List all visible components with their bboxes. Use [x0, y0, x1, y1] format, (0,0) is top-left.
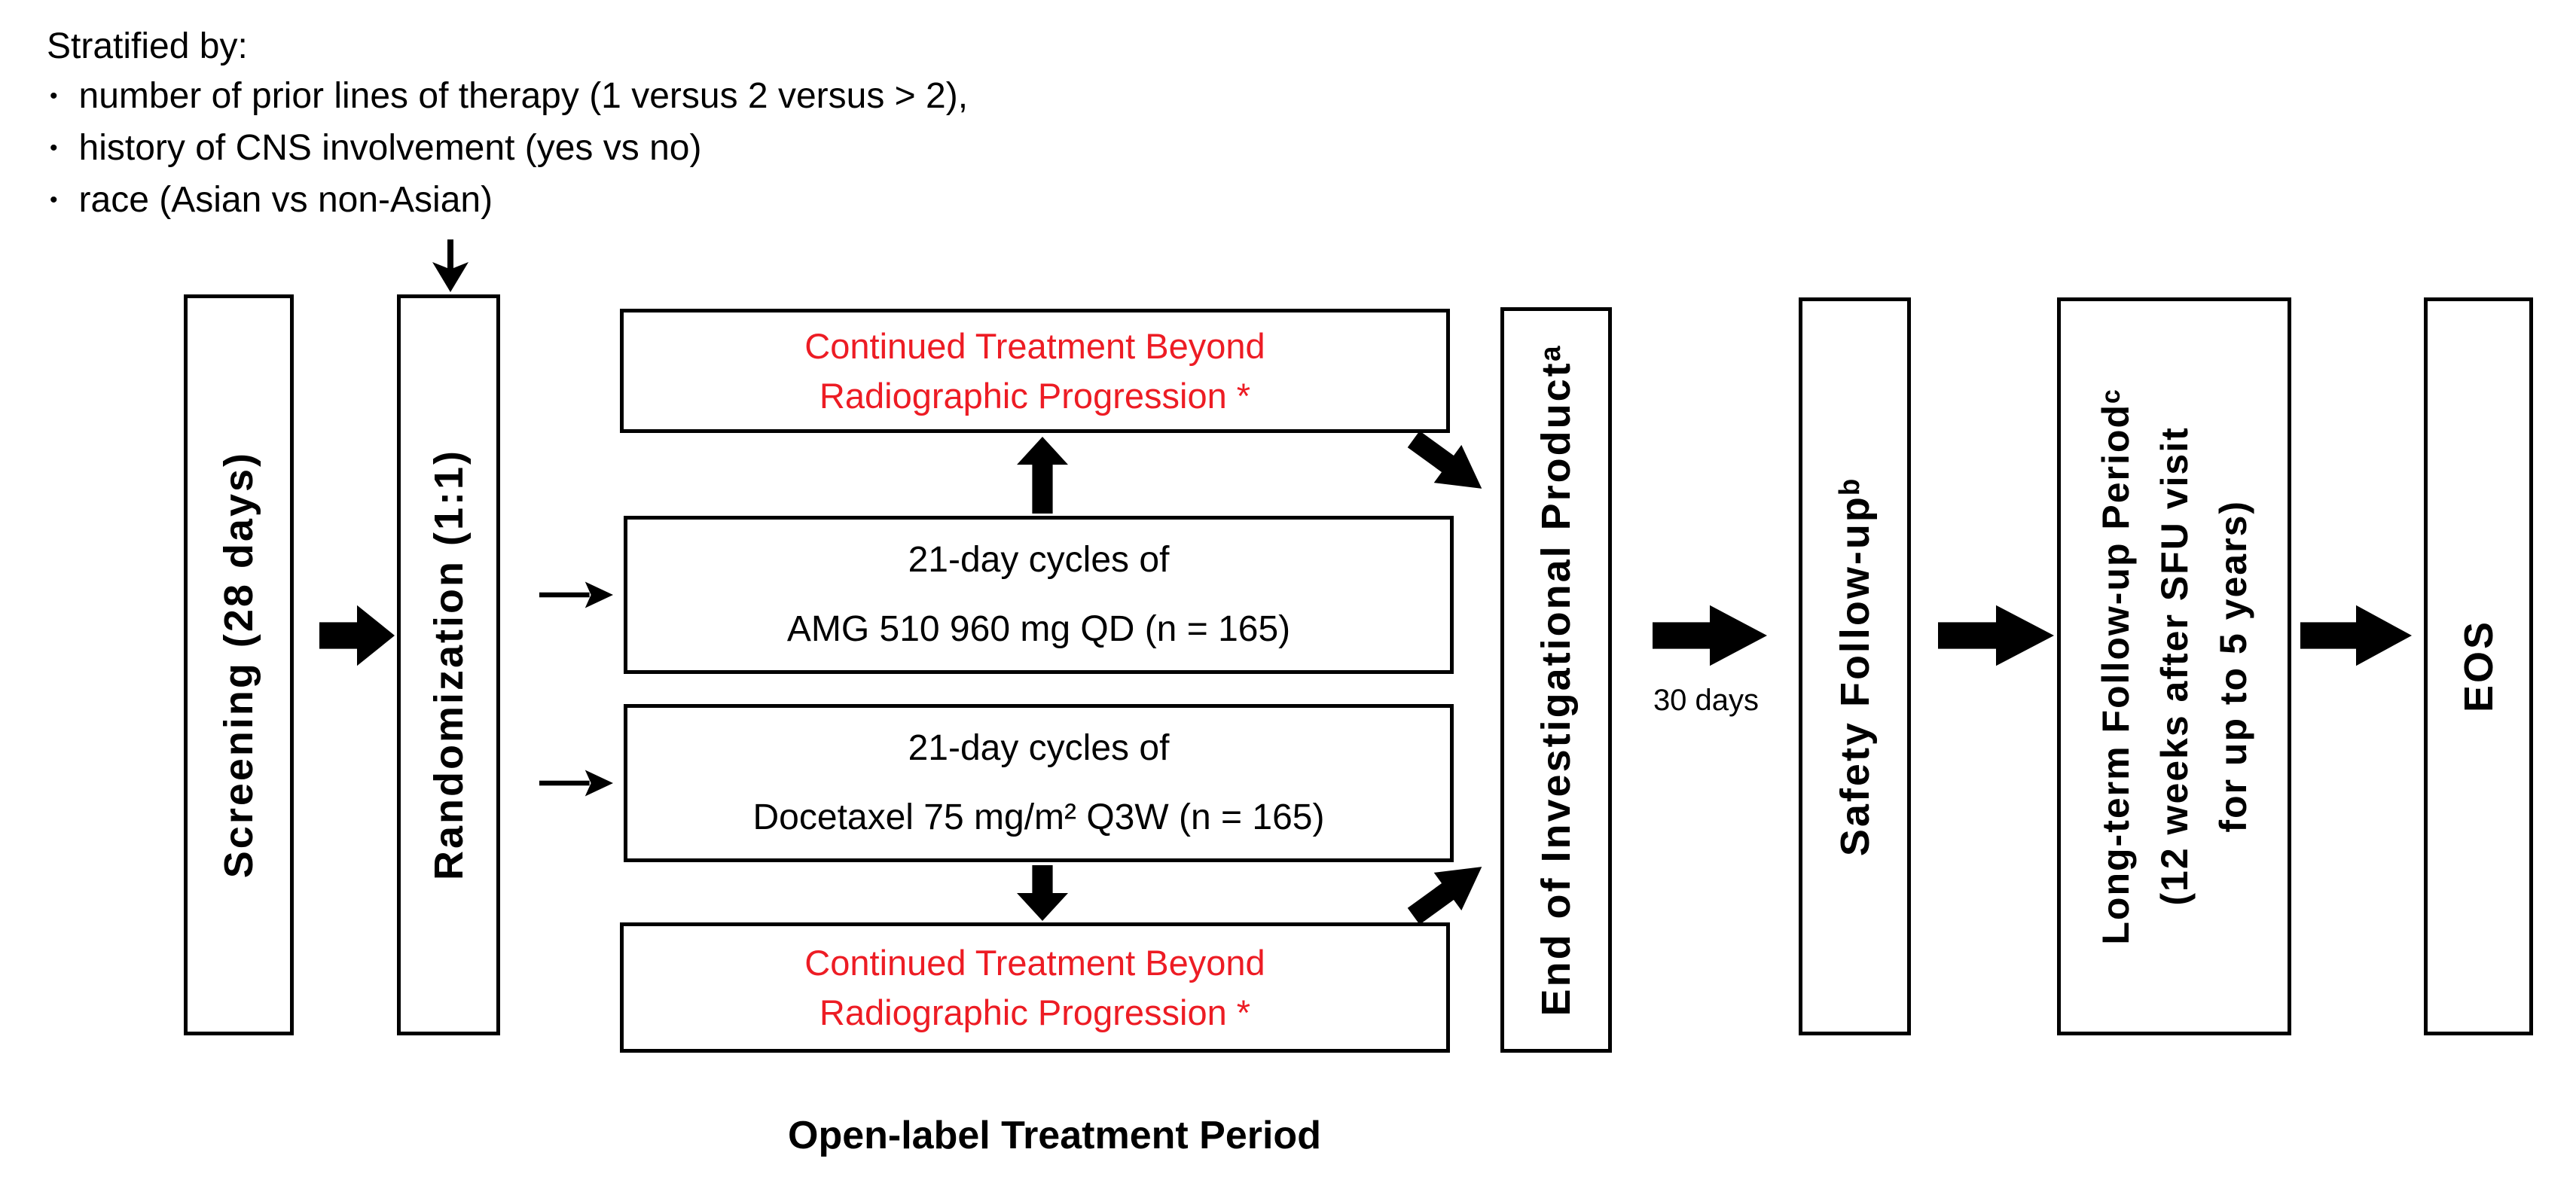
docetaxel-arm-box: 21-day cycles of Docetaxel 75 mg/m² Q3W …	[624, 704, 1454, 862]
eos-label: EOS	[2455, 620, 2501, 713]
docetaxel-to-continued-treatment-arrow	[1017, 865, 1068, 921]
stratification-bullet-3: • race (Asian vs non-Asian)	[50, 179, 493, 221]
stratification-bullet-1: • number of prior lines of therapy (1 ve…	[50, 75, 968, 117]
randomization-label: Randomization (1:1)	[426, 449, 472, 881]
safety-to-longterm-arrow	[1938, 602, 2054, 669]
long-term-follow-up-box: Long-term Follow-up Periodᶜ (12 weeks af…	[2057, 297, 2291, 1035]
continued-treatment-bottom-line2: Radiographic Progression *	[819, 992, 1251, 1032]
stratification-bullet-2: • history of CNS involvement (yes vs no)	[50, 127, 701, 169]
bullet-icon: •	[50, 187, 58, 212]
continued-treatment-top-line2: Radiographic Progression *	[819, 375, 1251, 416]
eos-box: EOS	[2424, 297, 2533, 1035]
randomization-to-docetaxel-arrow	[539, 765, 613, 801]
bullet-icon: •	[50, 135, 58, 160]
continued-treatment-bottom-line1: Continued Treatment Beyond	[804, 942, 1265, 983]
continued-treatment-top-box: Continued Treatment Beyond Radiographic …	[620, 309, 1450, 433]
stratification-title: Stratified by:	[47, 26, 248, 66]
screening-box: Screening (28 days)	[184, 294, 294, 1035]
stratification-bullet-3-text: race (Asian vs non-Asian)	[78, 180, 493, 220]
longterm-to-eos-arrow	[2300, 602, 2412, 669]
open-label-treatment-period-caption: Open-label Treatment Period	[788, 1114, 1321, 1157]
end-of-ip-to-safety-arrow	[1653, 602, 1767, 669]
randomization-box: Randomization (1:1)	[397, 294, 500, 1035]
amg-arm-line1: 21-day cycles of	[908, 540, 1170, 580]
continued-treatment-top-to-end-of-ip-arrow	[1399, 419, 1497, 510]
thirty-days-label: 30 days	[1653, 684, 1760, 717]
safety-follow-up-label: Safety Follow-upᵇ	[1832, 476, 1878, 857]
bullet-icon: •	[50, 83, 58, 108]
stratification-bullet-2-text: history of CNS involvement (yes vs no)	[78, 128, 702, 168]
continued-treatment-bottom-to-end-of-ip-arrow	[1399, 846, 1497, 937]
docetaxel-arm-line1: 21-day cycles of	[908, 728, 1170, 768]
continued-treatment-top-line1: Continued Treatment Beyond	[804, 325, 1265, 366]
end-of-investigational-product-label: End of Investigational Productᵃ	[1534, 343, 1579, 1017]
amg-arm-box: 21-day cycles of AMG 510 960 mg QD (n = …	[624, 516, 1454, 674]
end-of-investigational-product-box: End of Investigational Productᵃ	[1500, 307, 1612, 1053]
randomization-to-amg-arrow	[539, 577, 613, 613]
amg-arm-line2: AMG 510 960 mg QD (n = 165)	[786, 609, 1291, 649]
stratification-bullet-1-text: number of prior lines of therapy (1 vers…	[78, 76, 969, 116]
safety-follow-up-box: Safety Follow-upᵇ	[1799, 297, 1911, 1035]
docetaxel-arm-line2: Docetaxel 75 mg/m² Q3W (n = 165)	[752, 797, 1325, 837]
continued-treatment-bottom-box: Continued Treatment Beyond Radiographic …	[620, 922, 1450, 1053]
stratification-to-randomization-arrow	[432, 239, 469, 292]
long-term-follow-up-label: Long-term Follow-up Periodᶜ (12 weeks af…	[2094, 388, 2254, 945]
amg-to-continued-treatment-arrow	[1017, 437, 1068, 514]
screening-label: Screening (28 days)	[216, 451, 261, 879]
screening-to-randomization-arrow	[319, 602, 395, 669]
